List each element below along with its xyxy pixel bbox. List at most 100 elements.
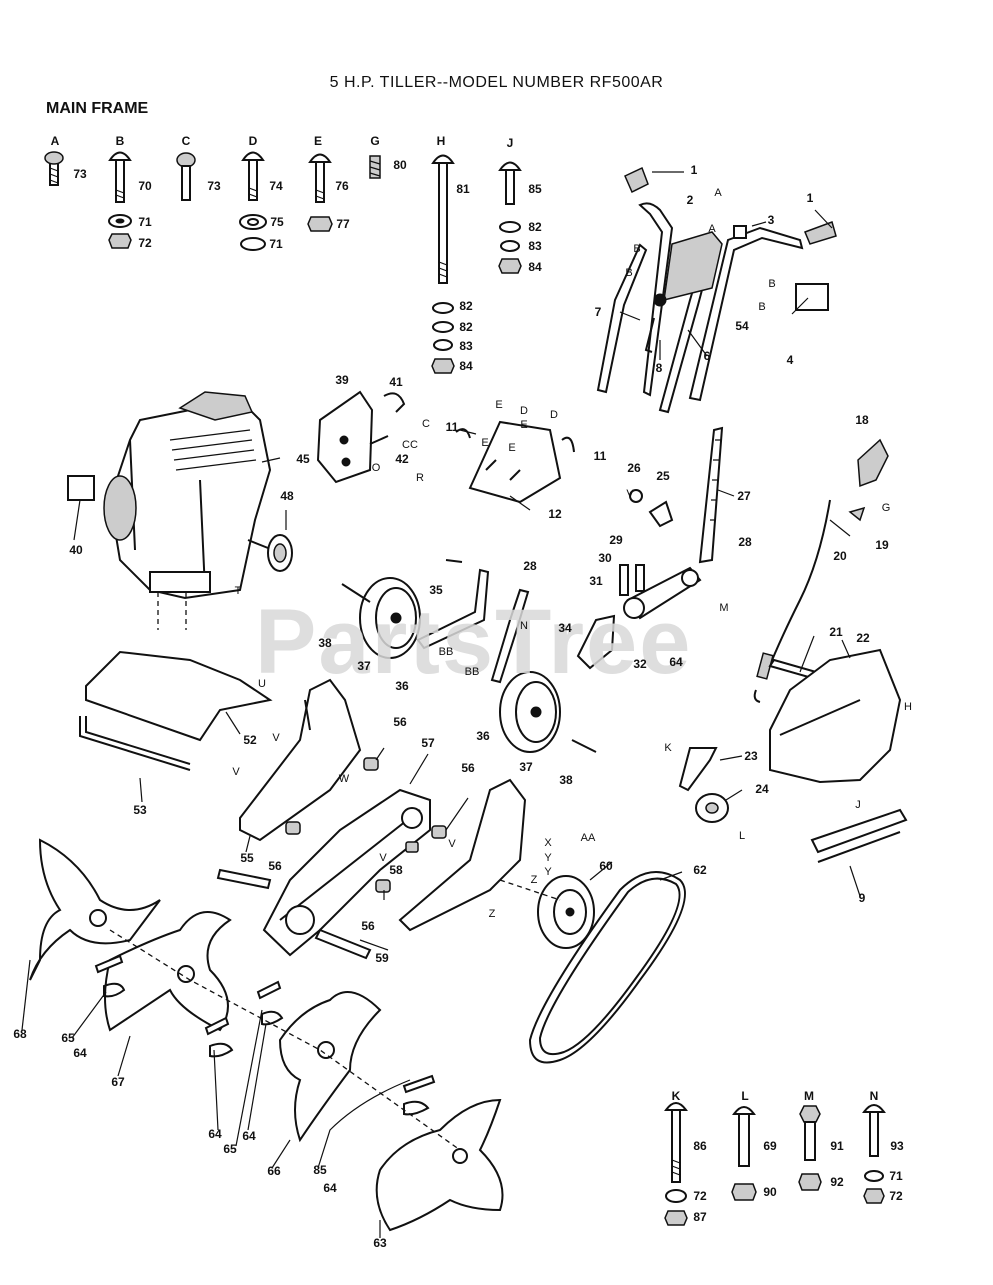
reference-letter: V <box>232 766 240 778</box>
hardware-L-bolt <box>731 1106 757 1201</box>
part-number: 55 <box>240 851 254 865</box>
reference-letter: B <box>625 267 633 279</box>
part-number: 52 <box>243 733 257 747</box>
part-number: 27 <box>737 489 751 503</box>
section-title: MAIN FRAME <box>46 100 149 117</box>
part-number: 11 <box>445 420 459 434</box>
pulley-48 <box>247 534 293 572</box>
part-number: 28 <box>523 559 537 573</box>
hardware-letter: M <box>804 1089 814 1103</box>
hardware-number: 74 <box>269 179 283 193</box>
plate-12 <box>455 420 575 504</box>
part-number: 60 <box>599 859 613 873</box>
wheel-37-right <box>499 671 597 753</box>
part-number: 20 <box>833 549 847 563</box>
hardware-letter: E <box>313 134 323 148</box>
hardware-J-bolt <box>498 161 522 274</box>
tine-axle-dashes <box>109 929 461 1151</box>
hardware-letter: H <box>436 134 446 148</box>
part-number: 63 <box>373 1236 387 1250</box>
hardware-letter: N <box>869 1089 879 1103</box>
hardware-letter: D <box>248 134 258 148</box>
hardware-D-bolt <box>239 151 267 251</box>
part-number: 22 <box>856 631 870 645</box>
part-number: 62 <box>693 863 707 877</box>
part-number: 7 <box>594 305 602 319</box>
decal-40 <box>67 475 95 501</box>
hardware-number: 71 <box>138 215 152 229</box>
hardware-number: 72 <box>889 1189 903 1203</box>
part-number: 34 <box>558 621 572 635</box>
part-number: 38 <box>318 636 332 650</box>
bracket-39 <box>316 390 406 484</box>
hardware-number: 69 <box>763 1139 777 1153</box>
hardware-number: 71 <box>269 237 283 251</box>
reference-letter: D <box>520 405 528 417</box>
transmission-57 <box>216 788 431 960</box>
part-number: 21 <box>829 625 843 639</box>
reference-letter: U <box>258 678 266 690</box>
reference-letter: Y <box>544 866 552 878</box>
hardware-number: 73 <box>73 167 87 181</box>
hardware-number: 72 <box>693 1189 707 1203</box>
hardware-number: 72 <box>138 236 152 250</box>
pulley-60 <box>499 875 595 949</box>
hardware-letter: L <box>741 1089 749 1103</box>
part-number: 85 <box>313 1163 327 1177</box>
part-number: 4 <box>786 353 794 367</box>
part-number: 37 <box>357 659 371 673</box>
hardware-number: 75 <box>270 215 284 229</box>
part-number: 64 <box>73 1046 87 1060</box>
wheel-brackets-36 <box>416 559 530 684</box>
belt-62 <box>528 871 686 1064</box>
tine-66 <box>278 991 382 1143</box>
part-number: 42 <box>395 452 409 466</box>
part-number: 26 <box>627 461 641 475</box>
reference-letter: K <box>664 742 672 754</box>
part-number: 41 <box>389 375 403 389</box>
hardware-K-bolt <box>664 1102 688 1226</box>
part-number: 45 <box>296 452 310 466</box>
hardware-number: 82 <box>459 299 473 313</box>
hardware-number: 81 <box>456 182 470 196</box>
hardware-A-bolt <box>44 151 64 186</box>
wheel-37-left <box>341 577 421 659</box>
reference-letter: C <box>422 418 430 430</box>
reference-letter: B <box>758 301 766 313</box>
part-number: 23 <box>744 749 758 763</box>
hardware-number: 90 <box>763 1185 777 1199</box>
part-number: 25 <box>656 469 670 483</box>
belt-guard-9 <box>810 808 908 863</box>
part-number: 59 <box>375 951 389 965</box>
reference-letter: E <box>508 442 516 454</box>
part-number: 56 <box>393 715 407 729</box>
reference-letter: Z <box>530 874 538 886</box>
reference-letter: R <box>416 472 424 484</box>
cable-20 <box>753 438 889 703</box>
hardware-letter: A <box>50 134 60 148</box>
hardware-number: 83 <box>459 339 473 353</box>
part-number: 32 <box>633 657 647 671</box>
leader-lines <box>21 171 861 1238</box>
reference-letter: B <box>768 278 776 290</box>
hardware-number: 91 <box>830 1139 844 1153</box>
reference-letter: M <box>719 602 729 614</box>
reference-letter: V <box>272 732 280 744</box>
reference-letter: AA <box>580 832 596 844</box>
watermark: PartsTree <box>255 591 693 693</box>
reference-letter: E <box>520 419 528 431</box>
reference-letter: B <box>633 243 641 255</box>
hardware-number: 83 <box>528 239 542 253</box>
part-number: 53 <box>133 803 147 817</box>
part-number: 18 <box>855 413 869 427</box>
part-number: 56 <box>461 761 475 775</box>
hardware-number: 86 <box>693 1139 707 1153</box>
part-number: 28 <box>738 535 752 549</box>
part-number: 6 <box>703 349 711 363</box>
reference-letter: BB <box>438 646 454 658</box>
part-number: 48 <box>280 489 294 503</box>
reference-letter: E <box>495 399 503 411</box>
rod-53 <box>79 716 191 771</box>
reference-letter: O <box>371 462 381 474</box>
